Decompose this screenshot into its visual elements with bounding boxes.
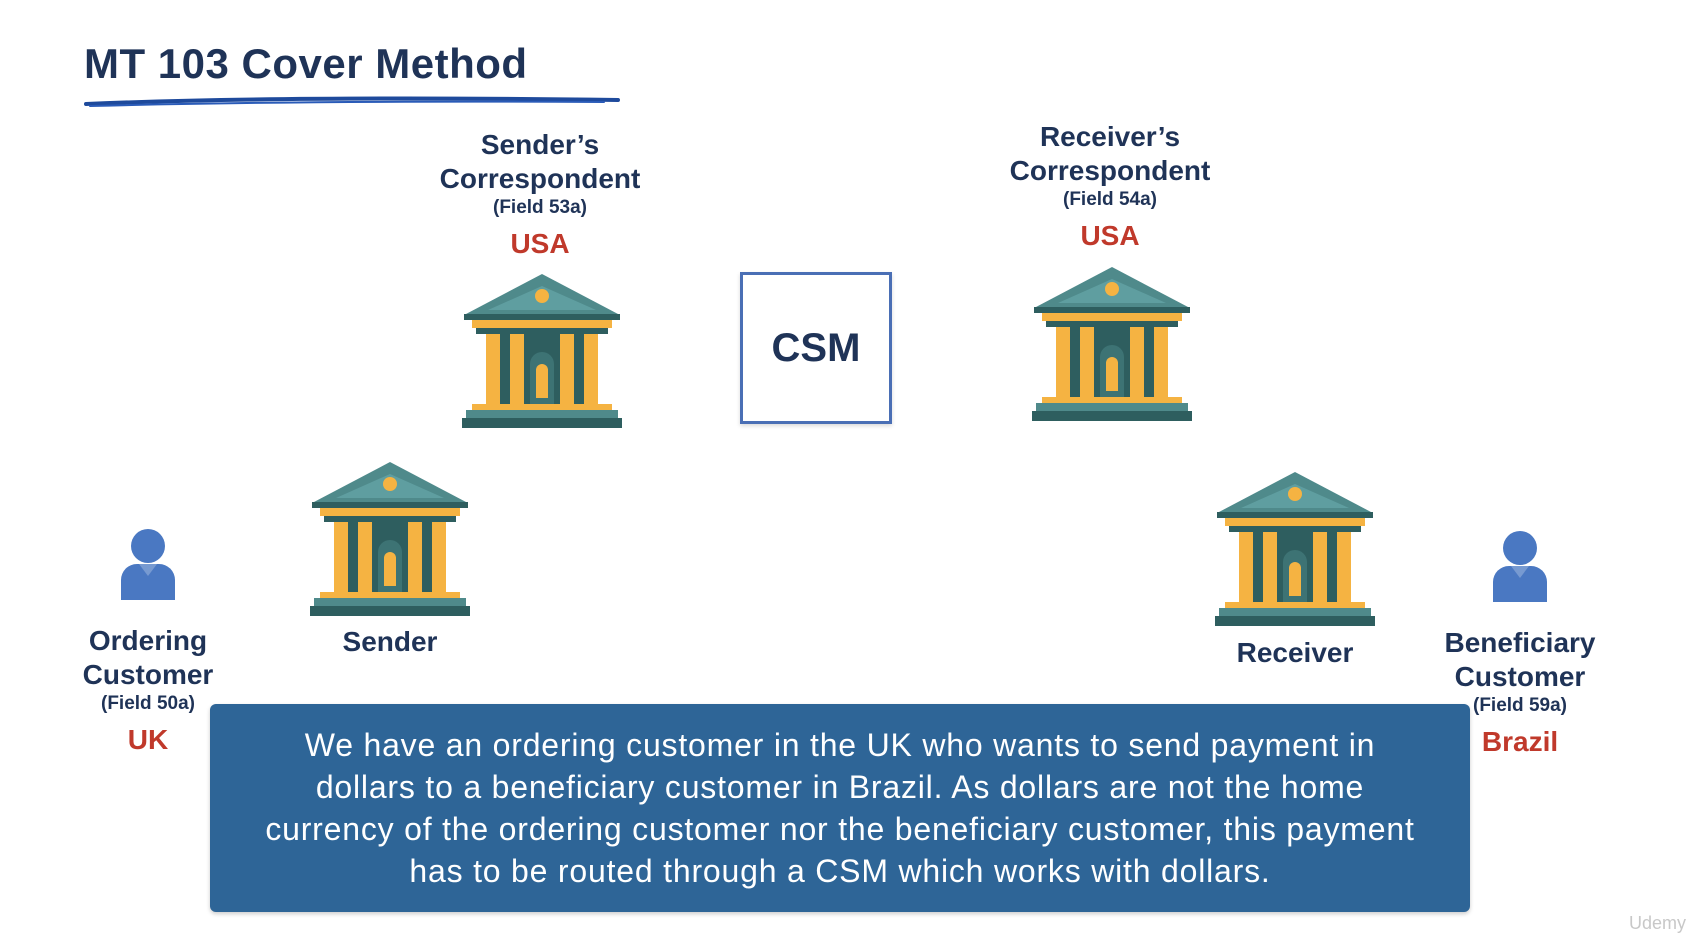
senders-correspondent-bank-icon [462,272,622,428]
ordering-customer-name-line2: Customer [82,659,214,690]
caption-line-2: dollars to a beneficiary customer in Bra… [315,769,1365,805]
beneficiary-customer-label: Beneficiary Customer (Field 59a) Brazil [1410,626,1630,758]
caption-line-1: We have an ordering customer in the UK w… [304,727,1376,763]
ordering-customer-person-icon [119,528,177,600]
receivers-correspondent-label: Receiver’s Correspondent (Field 54a) USA [990,120,1230,252]
beneficiary-customer-name-line2: Customer [1454,661,1586,692]
caption-box: We have an ordering customer in the UK w… [210,704,1470,912]
ordering-customer-field: (Field 50a) [101,693,195,714]
caption-line-4: has to be routed through a CSM which wor… [409,853,1271,889]
receivers-correspondent-name-line2: Correspondent [1009,155,1211,186]
beneficiary-customer-country: Brazil [1481,726,1559,757]
title-underline [84,96,620,107]
ordering-customer-name-line1: Ordering [88,625,208,656]
caption-text: We have an ordering customer in the UK w… [265,724,1414,892]
udemy-watermark: Udemy [1628,913,1686,933]
csm-label: CSM [771,325,861,370]
senders-correspondent-label: Sender’s Correspondent (Field 53a) USA [420,128,660,260]
receiver-name: Receiver [1236,637,1354,668]
sender-bank-icon [310,460,470,616]
beneficiary-customer-field: (Field 59a) [1473,695,1567,716]
senders-correspondent-name-line1: Sender’s [480,129,600,160]
senders-correspondent-field: (Field 53a) [493,197,587,218]
receivers-correspondent-name-line1: Receiver’s [1039,121,1181,152]
csm-box: CSM [740,272,892,424]
receivers-correspondent-bank-icon [1032,265,1192,421]
receiver-bank-icon [1215,470,1375,626]
beneficiary-customer-person-icon [1491,530,1549,602]
caption-line-3: currency of the ordering customer nor th… [265,811,1415,847]
ordering-customer-label: Ordering Customer (Field 50a) UK [48,624,248,756]
sender-name: Sender [342,626,438,657]
slide-title: MT 103 Cover Method [84,40,528,87]
beneficiary-customer-name-line1: Beneficiary [1444,627,1596,658]
receiver-label: Receiver [1195,636,1395,670]
ordering-customer-country: UK [127,724,169,755]
senders-correspondent-country: USA [510,228,570,259]
senders-correspondent-name-line2: Correspondent [439,163,641,194]
receivers-correspondent-field: (Field 54a) [1063,189,1157,210]
sender-label: Sender [290,625,490,659]
receivers-correspondent-country: USA [1080,220,1140,251]
